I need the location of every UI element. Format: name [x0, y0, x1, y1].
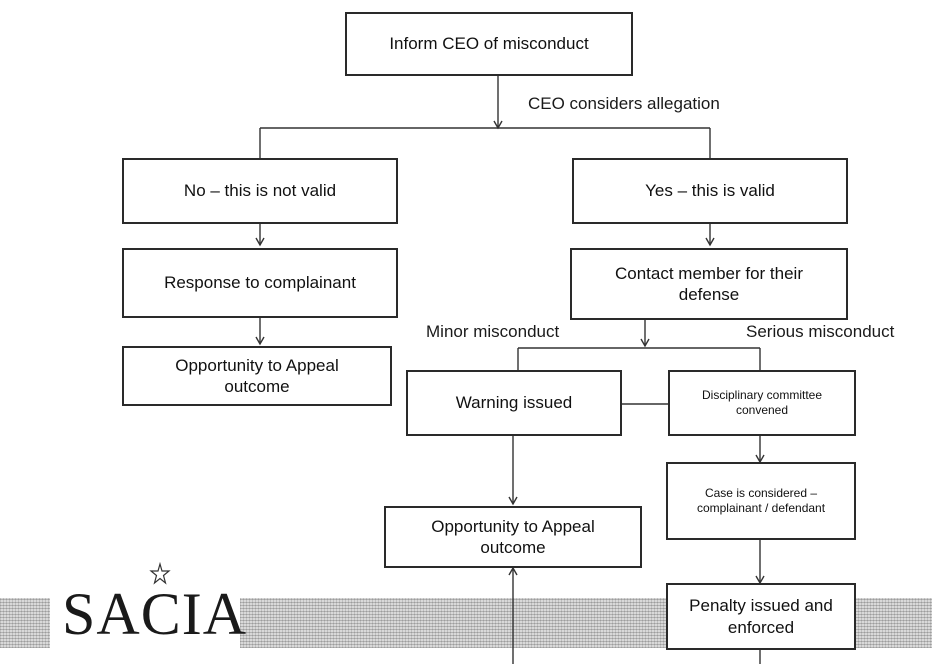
node-appeal-left-text: Opportunity to Appeal outcome	[175, 355, 339, 396]
node-appeal-left: Opportunity to Appeal outcome	[122, 346, 392, 406]
node-not-valid: No – this is not valid	[122, 158, 398, 224]
node-disciplinary: Disciplinary committee convened	[668, 370, 856, 436]
node-inform-ceo: Inform CEO of misconduct	[345, 12, 633, 76]
sacia-logo: SACIA	[62, 581, 248, 647]
node-penalty-text: Penalty issued and enforced	[689, 596, 833, 637]
label-serious-misconduct: Serious misconduct	[746, 322, 895, 341]
node-is-valid: Yes – this is valid	[572, 158, 848, 224]
label-ceo-considers: CEO considers allegation	[528, 94, 720, 113]
node-response: Response to complainant	[122, 248, 398, 318]
node-appeal-center: Opportunity to Appeal outcome	[384, 506, 642, 568]
node-warning: Warning issued	[406, 370, 622, 436]
node-not-valid-text: No – this is not valid	[183, 181, 337, 201]
logo-background	[50, 578, 240, 664]
node-is-valid-text: Yes – this is valid	[645, 181, 775, 201]
node-response-text: Response to complainant	[164, 273, 356, 293]
node-disciplinary-text: Disciplinary committee convened	[701, 388, 823, 417]
node-contact-member-text: Contact member for their defense	[614, 263, 803, 304]
node-penalty: Penalty issued and enforced	[666, 583, 856, 650]
node-case-considered: Case is considered – complainant / defen…	[666, 462, 856, 540]
label-minor-misconduct: Minor misconduct	[426, 322, 560, 341]
node-inform-ceo-text: Inform CEO of misconduct	[389, 34, 589, 54]
node-warning-text: Warning issued	[455, 393, 573, 413]
star-icon	[149, 562, 171, 585]
node-contact-member: Contact member for their defense	[570, 248, 848, 320]
node-appeal-center-text: Opportunity to Appeal outcome	[431, 516, 595, 557]
node-case-considered-text: Case is considered – complainant / defen…	[696, 486, 826, 515]
